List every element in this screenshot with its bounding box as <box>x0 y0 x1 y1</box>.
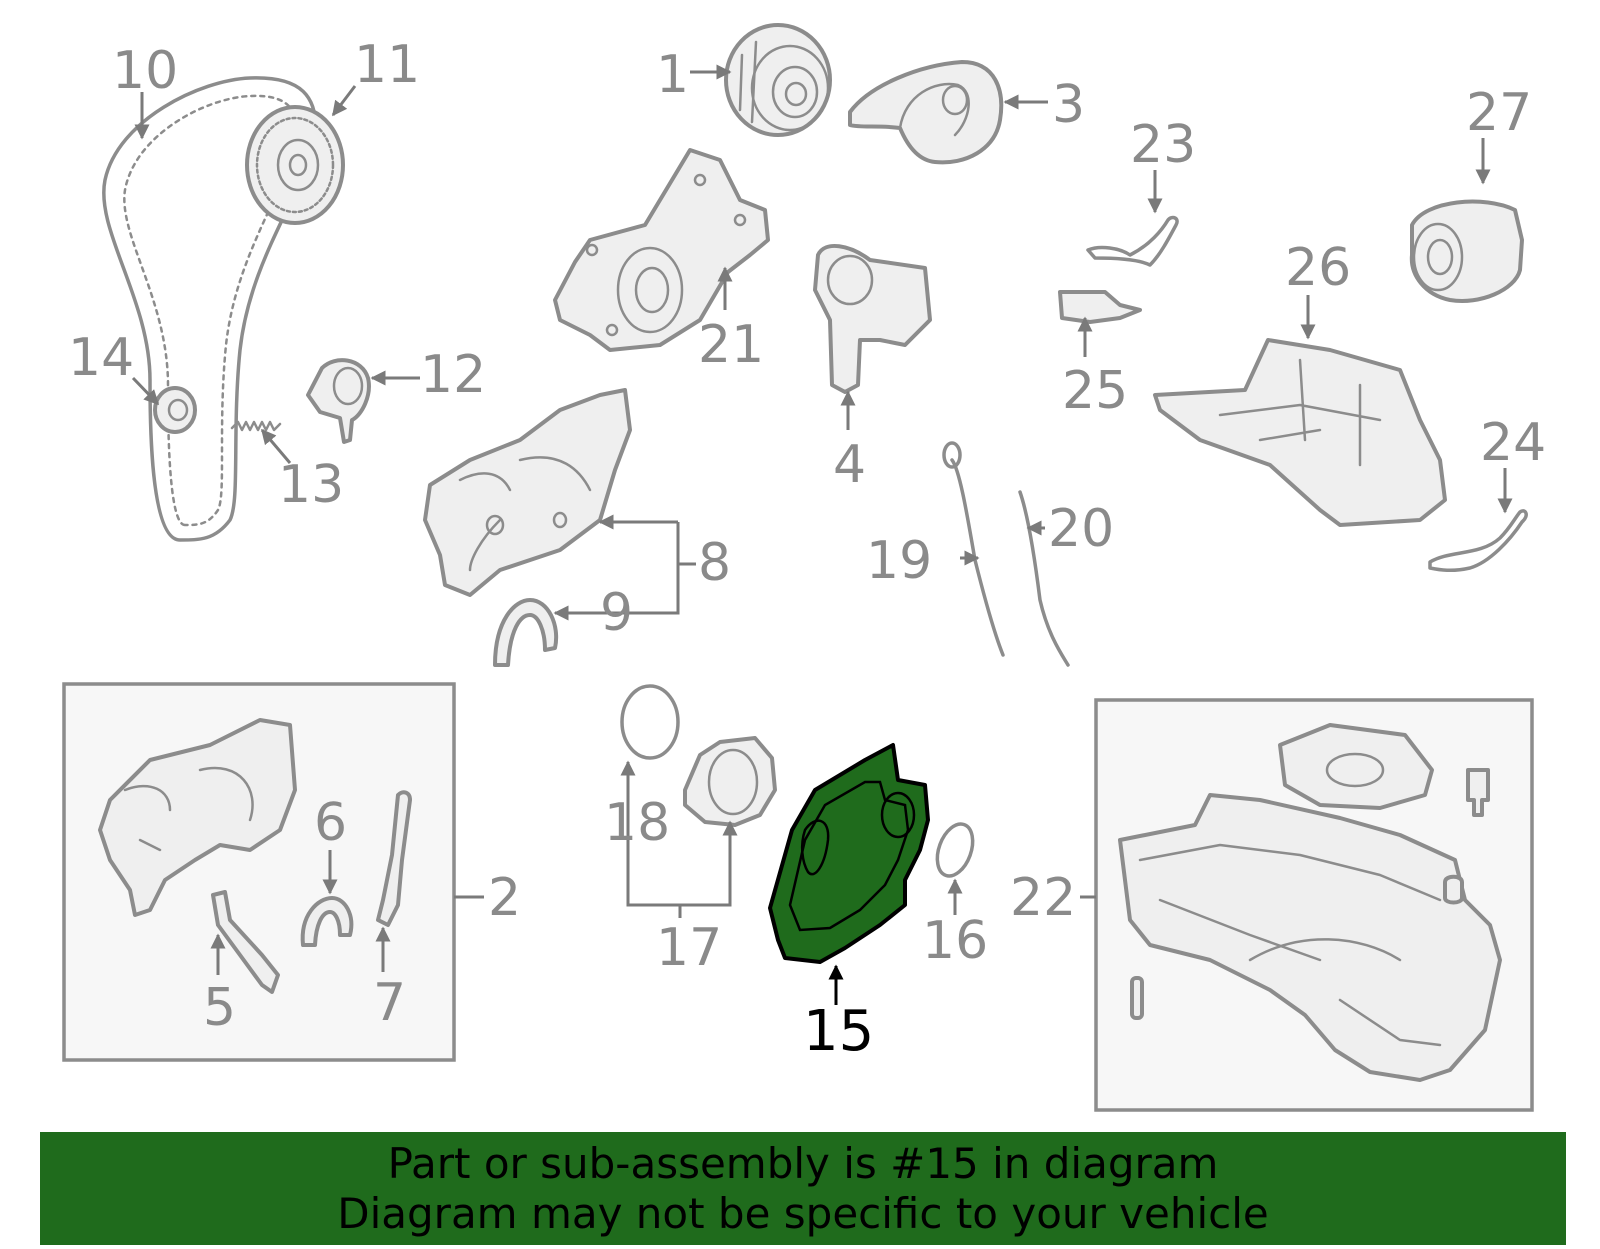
banner-background <box>40 1132 1566 1245</box>
part-1-crankshaft-pulley[interactable] <box>724 23 832 137</box>
part-16-gasket[interactable] <box>931 819 980 881</box>
part-11-camshaft-sprocket[interactable] <box>245 105 345 225</box>
part-5-seal[interactable] <box>211 890 280 994</box>
part-3-timing-belt-guide[interactable] <box>848 60 1004 165</box>
leader-lines <box>131 64 1513 1005</box>
part-24-clip[interactable] <box>1428 509 1528 573</box>
part-26-oil-pan-baffle[interactable] <box>1153 338 1447 527</box>
part-7-seal[interactable] <box>376 790 412 927</box>
callout-25: 25 <box>1062 361 1128 421</box>
part-18-o-ring[interactable] <box>620 684 680 760</box>
banner-line-1: Part or sub-assembly is #15 in diagram <box>387 1138 1219 1188</box>
callout-21: 21 <box>698 315 764 375</box>
callout-14: 14 <box>68 328 134 388</box>
callout-3: 3 <box>1052 75 1085 135</box>
part-2-timing-cover-set[interactable] <box>98 718 297 917</box>
part-4-oil-pump-pickup[interactable] <box>813 243 932 394</box>
part-9-timing-cover-seal[interactable] <box>493 598 559 667</box>
part-19-dipstick[interactable] <box>942 441 1005 657</box>
callout-24: 24 <box>1480 413 1546 473</box>
part-6-seal[interactable] <box>300 896 354 947</box>
part-10-timing-belt[interactable] <box>102 76 318 542</box>
part-21-oil-pump[interactable] <box>553 148 770 352</box>
callout-26: 26 <box>1285 238 1351 298</box>
callout-27: 27 <box>1466 83 1532 143</box>
info-banner: Part or sub-assembly is #15 in diagram D… <box>40 1132 1566 1245</box>
part-15-highlighted[interactable] <box>768 743 930 964</box>
callout-11: 11 <box>354 35 420 95</box>
part-27-oil-filter[interactable] <box>1409 199 1524 303</box>
part-17-rear-main-seal-retainer[interactable] <box>683 736 777 827</box>
callout-4: 4 <box>833 435 866 495</box>
callout-7: 7 <box>373 973 406 1033</box>
callout-18: 18 <box>604 793 670 853</box>
part-25-dipstick-tube-guide[interactable] <box>1058 290 1142 324</box>
callout-19: 19 <box>866 531 932 591</box>
part-14-idler-pulley[interactable] <box>153 386 197 434</box>
callout-15-highlighted: 15 <box>803 999 874 1064</box>
callout-1: 1 <box>656 45 689 105</box>
part-20-dipstick-tube[interactable] <box>1018 490 1070 667</box>
callout-20: 20 <box>1048 499 1114 559</box>
callout-22: 22 <box>1010 868 1076 928</box>
part-13-tensioner-spring[interactable] <box>230 420 282 432</box>
part-12-timing-belt-tensioner[interactable] <box>306 358 371 444</box>
callout-10: 10 <box>112 41 178 101</box>
callout-9: 9 <box>600 583 633 643</box>
callout-16: 16 <box>922 911 988 971</box>
callout-6: 6 <box>314 793 347 853</box>
callout-8: 8 <box>698 533 731 593</box>
part-22-oil-pan[interactable] <box>1118 723 1502 1082</box>
part-23-bracket[interactable] <box>1086 215 1179 267</box>
part-8-timing-cover-upper[interactable] <box>423 388 632 597</box>
callout-5: 5 <box>203 978 236 1038</box>
callout-13: 13 <box>278 455 344 515</box>
callout-23: 23 <box>1130 115 1196 175</box>
callout-12: 12 <box>420 345 486 405</box>
callout-2: 2 <box>488 868 521 928</box>
banner-line-2: Diagram may not be specific to your vehi… <box>337 1188 1269 1238</box>
callout-17: 17 <box>656 918 722 978</box>
